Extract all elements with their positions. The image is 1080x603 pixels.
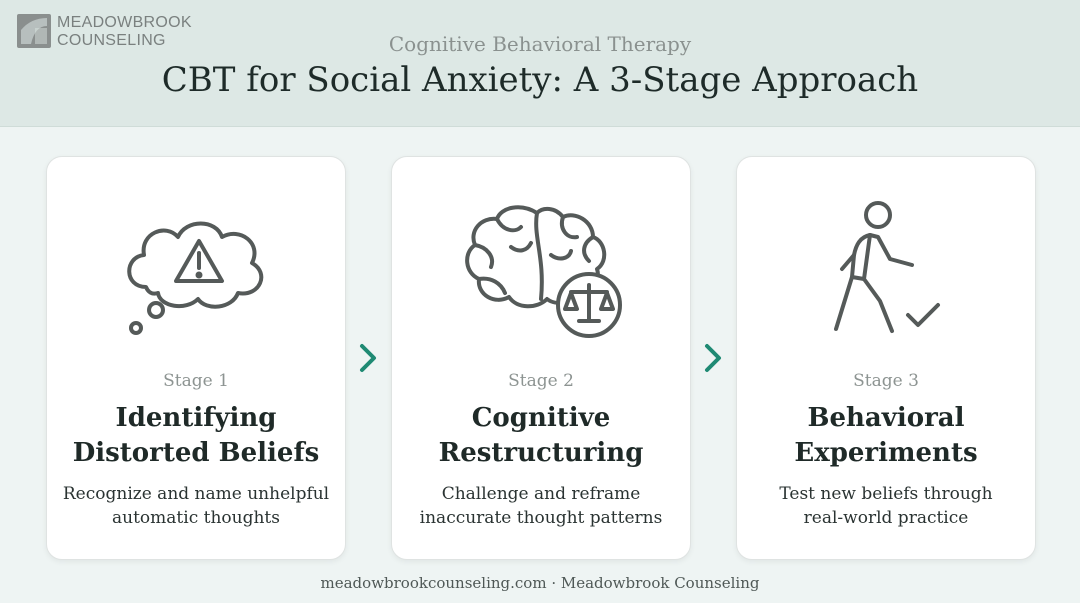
stage-title: Behavioral Experiments — [737, 401, 1035, 471]
chevron-right-icon — [705, 344, 721, 372]
stage-title-line-2: Restructuring — [438, 438, 644, 468]
logo-text: MEADOWBROOK COUNSELING — [57, 14, 192, 50]
stage-desc-line-1: Challenge and reframe — [441, 484, 641, 504]
stage-title: Cognitive Restructuring — [392, 401, 690, 471]
stage-title-line-1: Identifying — [115, 403, 277, 433]
stage-desc-line-1: Test new beliefs through — [779, 484, 993, 504]
stage-card-1: Stage 1 Identifying Distorted Beliefs Re… — [46, 156, 346, 560]
stage-description: Recognize and name unhelpful automatic t… — [57, 482, 335, 530]
logo-line-2: COUNSELING — [57, 32, 166, 49]
page-title: CBT for Social Anxiety: A 3-Stage Approa… — [161, 60, 919, 100]
header-banner: MEADOWBROOK COUNSELING Cognitive Behavio… — [0, 0, 1080, 127]
logo-mark-icon — [17, 14, 51, 48]
chevron-right-icon — [360, 344, 376, 372]
stage-desc-line-1: Recognize and name unhelpful — [62, 484, 330, 504]
stage-card-3: Stage 3 Behavioral Experiments Test new … — [736, 156, 1036, 560]
stage-label: Stage 1 — [163, 371, 229, 391]
stage-title: Identifying Distorted Beliefs — [47, 401, 345, 471]
stage-title-line-2: Experiments — [794, 438, 978, 468]
thought-bubble-warning-icon — [127, 221, 264, 335]
stage-label: Stage 3 — [853, 371, 919, 391]
brain-scales-icon — [465, 205, 622, 338]
logo: MEADOWBROOK COUNSELING — [17, 14, 192, 50]
stage-desc-line-2: automatic thoughts — [112, 508, 280, 528]
stage-desc-line-2: inaccurate thought patterns — [419, 508, 663, 528]
walking-person-check-icon — [834, 201, 940, 333]
stage-desc-line-2: real-world practice — [803, 508, 969, 528]
stage-label: Stage 2 — [508, 371, 574, 391]
stage-title-line-2: Distorted Beliefs — [72, 438, 320, 468]
page-subtitle: Cognitive Behavioral Therapy — [388, 32, 692, 56]
stage-description: Test new beliefs through real-world prac… — [747, 482, 1025, 530]
stage-title-line-1: Cognitive — [471, 403, 611, 433]
stage-description: Challenge and reframe inaccurate thought… — [402, 482, 680, 530]
stage-title-line-1: Behavioral — [807, 403, 965, 433]
stage-card-2: Stage 2 Cognitive Restructuring Challeng… — [391, 156, 691, 560]
logo-line-1: MEADOWBROOK — [57, 14, 192, 31]
footer-text: meadowbrookcounseling.com · Meadowbrook … — [320, 574, 760, 592]
